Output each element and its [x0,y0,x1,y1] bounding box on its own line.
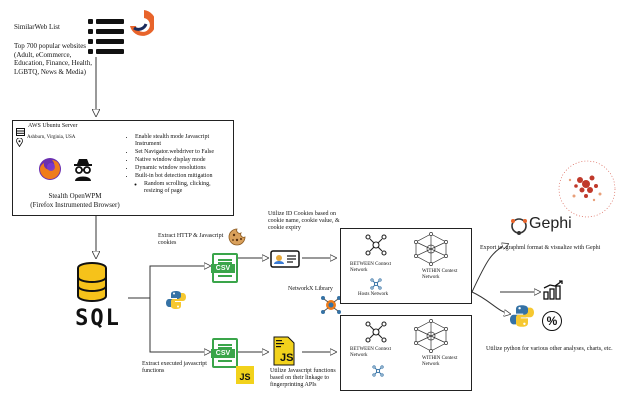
cookie-icon [228,228,246,251]
location-pin-icon [16,134,23,152]
feature-item: Set Navigator.webdriver to False [135,149,230,156]
server-location: Ashburn, Virginia, USA [27,135,76,140]
between-network-label: BETWEEN Context Network [350,347,391,358]
hosts-network-icon [372,364,384,382]
curve-to-python [471,291,510,314]
utilize-cookies-label: Utilize ID Cookies based on cookie name,… [268,211,340,231]
csv-file-icon: CSV [211,253,238,283]
js-file-icon: JS [272,336,296,371]
bar-chart-icon [542,280,566,305]
gephi-caption: Export to .graphml format & visualize wi… [480,245,601,251]
feature-item: Dynamic window resolutions [135,165,230,172]
python-caption: Utilize python for various other analyse… [486,346,613,352]
python-icon [510,304,534,333]
extract-functions-label: Extract executed javascript functions [142,361,207,374]
branch-sql-fork [128,265,200,299]
csv-label: CSV [211,264,235,273]
id-card-icon [270,249,300,274]
curve-to-gephi [471,244,508,293]
branch-sql-fork-lower [149,298,200,353]
hosts-network-label: Hosts Network [358,292,389,297]
hosts-network-icon [370,277,382,295]
mesh-network-icon [412,232,450,271]
js-badge: JS [236,366,254,384]
gephi-visualization [556,158,618,225]
gephi-logo-icon [508,216,530,241]
database-icon [70,262,126,339]
networkx-label: NetworkX Library [288,286,333,292]
csv-label: CSV [211,349,235,358]
extract-cookies-label: Extract HTTP & Javascript cookies [158,233,224,246]
network-box-bottom [340,315,472,391]
list-icon [86,16,128,58]
similarweb-logo-icon [124,6,156,41]
server-icon [16,123,25,141]
source-title: SimilarWeb List [14,23,60,31]
csv-file-icon: CSV [211,338,238,368]
crawler-label: Stealth OpenWPM [48,192,102,200]
sql-label: SQL [75,306,121,331]
firefox-icon [38,157,62,186]
feature-item: Built-in bot detection mitigation [135,173,230,180]
source-description: Top 700 popular websites (Adult, eCommer… [14,42,92,76]
within-network-label: WITHIN Context Network [422,269,458,280]
utilize-functions-label: Utilize Javascript functions based on th… [270,368,336,388]
gephi-logo-text: Gephi [529,215,572,232]
sub-feature-item: Random scrolling, clicking, resizing of … [144,181,230,195]
python-icon [166,290,186,315]
svg-text:JS: JS [280,352,293,364]
network-graph-icon [364,233,388,262]
spy-icon [72,157,94,186]
within-network-label: WITHIN Context Network [422,356,458,367]
percent-icon: % [542,311,562,331]
server-features: Enable stealth mode Javascript Instrumen… [126,134,230,195]
feature-item: Native window display mode [135,157,230,164]
server-name: AWS Ubuntu Server [28,123,78,129]
network-graph-icon [364,320,388,349]
crawler-sublabel: (Firefox Instrumented Browser) [30,201,120,209]
networkx-icon [320,294,342,321]
feature-item: Enable stealth mode Javascript Instrumen… [135,134,230,148]
between-network-label: BETWEEN Context Network [350,262,391,273]
network-box-top [340,228,472,304]
mesh-network-icon [412,319,450,358]
